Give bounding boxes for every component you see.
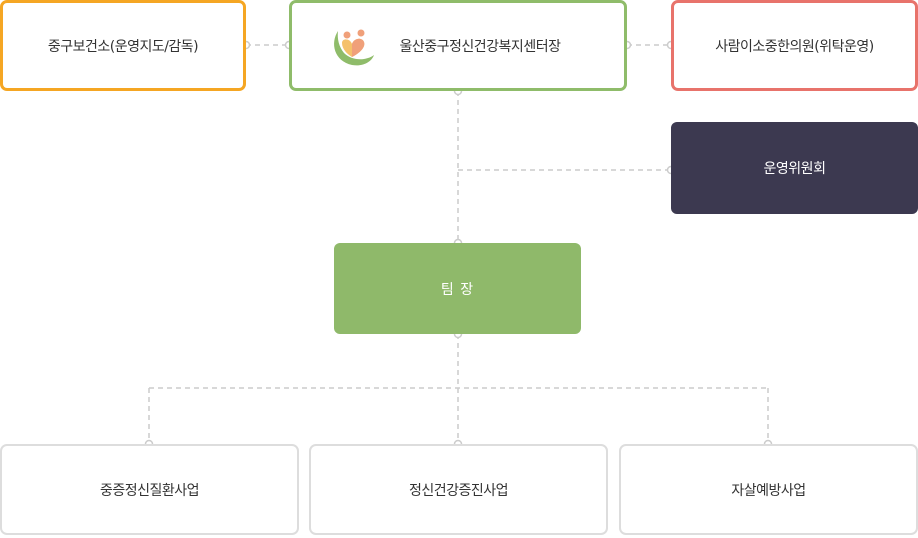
- program-box-mental-health-promotion: 정신건강증진사업: [309, 444, 608, 535]
- committee-box: 운영위원회: [671, 122, 918, 214]
- program-label: 자살예방사업: [731, 482, 806, 499]
- program-label: 중증정신질환사업: [99, 482, 200, 499]
- people-heart-logo-icon: [333, 29, 374, 65]
- program-box-severe-mental-illness: 중증정신질환사업: [0, 444, 299, 535]
- center-director-box: 울산중구정신건강복지센터장: [289, 0, 627, 91]
- center-director-label: 울산중구정신건강복지센터장: [399, 38, 561, 55]
- team-lead-label: 팀 장: [440, 281, 475, 298]
- operator-box: 사람이소중한의원(위탁운영): [671, 0, 918, 91]
- program-box-suicide-prevention: 자살예방사업: [619, 444, 918, 535]
- supervisor-label: 중구보건소(운영지도/감독): [47, 38, 199, 55]
- operator-label: 사람이소중한의원(위탁운영): [715, 38, 874, 55]
- committee-label: 운영위원회: [763, 161, 826, 177]
- supervisor-box: 중구보건소(운영지도/감독): [0, 0, 246, 91]
- program-label: 정신건강증진사업: [408, 482, 509, 499]
- team-lead-box: 팀 장: [334, 243, 581, 334]
